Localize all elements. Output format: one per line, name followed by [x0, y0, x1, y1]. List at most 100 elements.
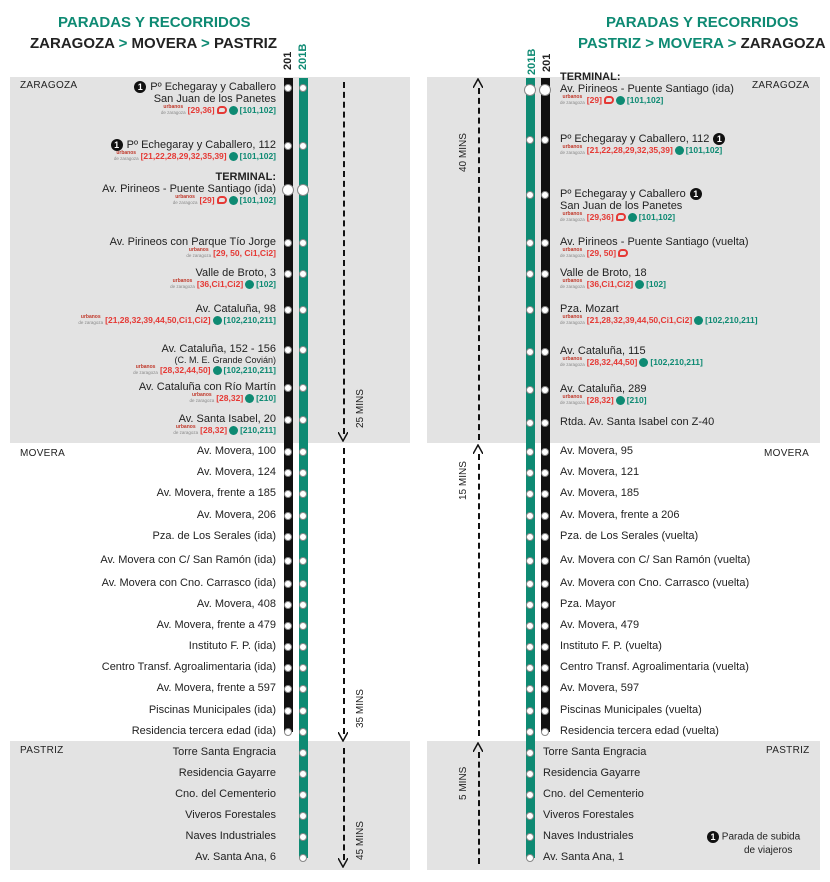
line-201b-label: 201B: [526, 48, 538, 75]
stop-marker: [284, 468, 292, 477]
stop-name: Naves Industriales: [543, 830, 634, 842]
zone-movera-label: MOVERA: [764, 448, 810, 459]
logo-line-2: de zaragoza: [560, 400, 585, 405]
logo-line-1: urbanos: [116, 150, 137, 157]
stop-title: Av. Movera con C/ San Ramón (vuelta): [560, 554, 751, 566]
bus-lines-interurban: [101,102]: [239, 195, 276, 205]
bus-lines-interurban: [102,210,211]: [650, 357, 703, 367]
logo-line-2: de zaragoza: [186, 253, 212, 258]
stop-name: Piscinas Municipales (vuelta): [560, 704, 702, 716]
line-201b-track: [526, 78, 535, 858]
right-title: PARADAS Y RECORRIDOS: [606, 14, 799, 31]
bus-lines-urban: [29,36]: [187, 105, 215, 116]
stop-name-line-1: Av. Cataluña, 115: [560, 345, 703, 357]
line-201-label: 201: [541, 53, 553, 72]
stop-name: Av. Movera, 124: [197, 466, 276, 478]
stop-name-line-1: Av. Pirineos - Puente Santiago (ida): [102, 183, 276, 195]
arrow-up-icon: [473, 78, 483, 88]
stop-title: Pza. Mozart: [560, 303, 619, 315]
stop-marker: [284, 600, 292, 609]
stop-marker: [284, 447, 292, 456]
stop-marker: [526, 269, 534, 278]
stop-marker: [526, 706, 534, 715]
bus-lines-urban: [36,Ci1,Ci2]: [586, 279, 634, 289]
bus-lines-interurban: [102]: [256, 279, 276, 289]
badge-icon: 1: [110, 139, 123, 152]
logo-line-1: urbanos: [562, 211, 583, 218]
stop-marker: [541, 511, 549, 520]
logo-line-2: de zaragoza: [560, 253, 585, 258]
interurban-icon: [245, 279, 255, 289]
stop-name-line-1: Av. Movera, 597: [560, 682, 639, 694]
duration-line-3: [343, 748, 345, 860]
stop-name-line-1: Av. Movera, 121: [560, 466, 639, 478]
stop-name: Av. Movera, frente a 206: [560, 509, 679, 521]
stop-name-line-1: Instituto F. P. (ida): [189, 640, 276, 652]
logo-line-1: urbanos: [562, 394, 583, 400]
stop-name-line-1: Naves Industriales: [543, 830, 634, 842]
stop-name-line-1: Residencia tercera edad (ida): [132, 725, 276, 737]
stop-name-line-1: Centro Transf. Agroalimentaria (ida): [102, 661, 276, 673]
arrow-down-icon: [338, 858, 348, 868]
stop-title: Av. Movera, 95: [560, 445, 633, 457]
stop-marker: [541, 385, 549, 394]
interurban-icon: [228, 105, 238, 115]
logo-line-1: urbanos: [562, 314, 583, 320]
stop-name: TERMINAL:Av. Pirineos - Puente Santiago …: [102, 171, 276, 205]
stop-title: Av. Movera, 597: [560, 682, 640, 694]
stop-name: Av. Movera, 206: [197, 509, 276, 521]
stop-name: TERMINAL:Av. Pirineos - Puente Santiago …: [560, 71, 734, 105]
stop-name: Piscinas Municipales (ida): [149, 704, 276, 716]
stop-marker: [541, 532, 549, 541]
stop-name-line-1: Av. Movera, frente a 479: [157, 619, 276, 631]
stop-name-line-1: Centro Transf. Agroalimentaria (vuelta): [560, 661, 749, 673]
bus-lines-urban: [28,32]: [200, 425, 228, 435]
logo-line-1: urbanos: [562, 94, 583, 100]
stop-title: Av. Santa Isabel, 20: [178, 413, 276, 425]
stop-name-line-1: Av. Santa Ana, 1: [543, 851, 624, 863]
stop-marker: [299, 790, 307, 799]
stop-title: Pº Echegaray y Caballero: [150, 81, 276, 93]
stop-name-line-1: Av. Movera, 95: [560, 445, 633, 457]
stop-name: Naves Industriales: [186, 830, 277, 842]
stop-marker: [299, 238, 307, 247]
stop-marker: [299, 579, 307, 588]
stop-name: Torre Santa Engracia: [173, 746, 276, 758]
stop-title: Pza. Mayor: [560, 598, 616, 610]
stop-name: Av. Movera con C/ San Ramón (vuelta): [560, 554, 750, 566]
stop-name-line-1: Valle de Broto, 18: [560, 267, 666, 279]
stop-marker: [526, 727, 534, 736]
logo-line-2: de zaragoza: [560, 284, 585, 289]
bus-lines-urban: [29, 50, Ci1,Ci2]: [213, 248, 276, 258]
stop-title: Viveros Forestales: [185, 809, 276, 821]
stop-name-line-1: Av. Cataluña, 152 - 156: [133, 343, 276, 355]
stop-title: Instituto F. P. (ida): [188, 640, 276, 652]
stop-title: Residencia tercera edad (ida): [131, 725, 276, 737]
logo-line-2: de zaragoza: [560, 100, 585, 105]
stop-marker: [526, 190, 534, 199]
stop-name: Rtda. Av. Santa Isabel con Z-40: [560, 416, 714, 428]
duration-line-2: [478, 454, 480, 736]
stop-marker: [299, 532, 307, 541]
stop-marker: [526, 579, 534, 588]
stop-marker: [526, 600, 534, 609]
bus-lines-interurban: [101,102]: [239, 151, 276, 162]
duration-label-1: 40 MINS: [458, 133, 469, 172]
bus-lines-urban: [29]: [199, 195, 215, 205]
stop-title: Naves Industriales: [185, 830, 277, 842]
stop-name-line-1: Residencia tercera edad (vuelta): [560, 725, 719, 737]
bus-lines-interurban: [210,211]: [240, 425, 276, 435]
logo-line-1: urbanos: [135, 364, 156, 370]
stop-title: Av. Pirineos - Puente Santiago (vuelta): [560, 236, 749, 248]
stop-name-line-1: Av. Santa Ana, 6: [195, 851, 276, 863]
legend-text-1: Parada de subida: [721, 831, 801, 843]
